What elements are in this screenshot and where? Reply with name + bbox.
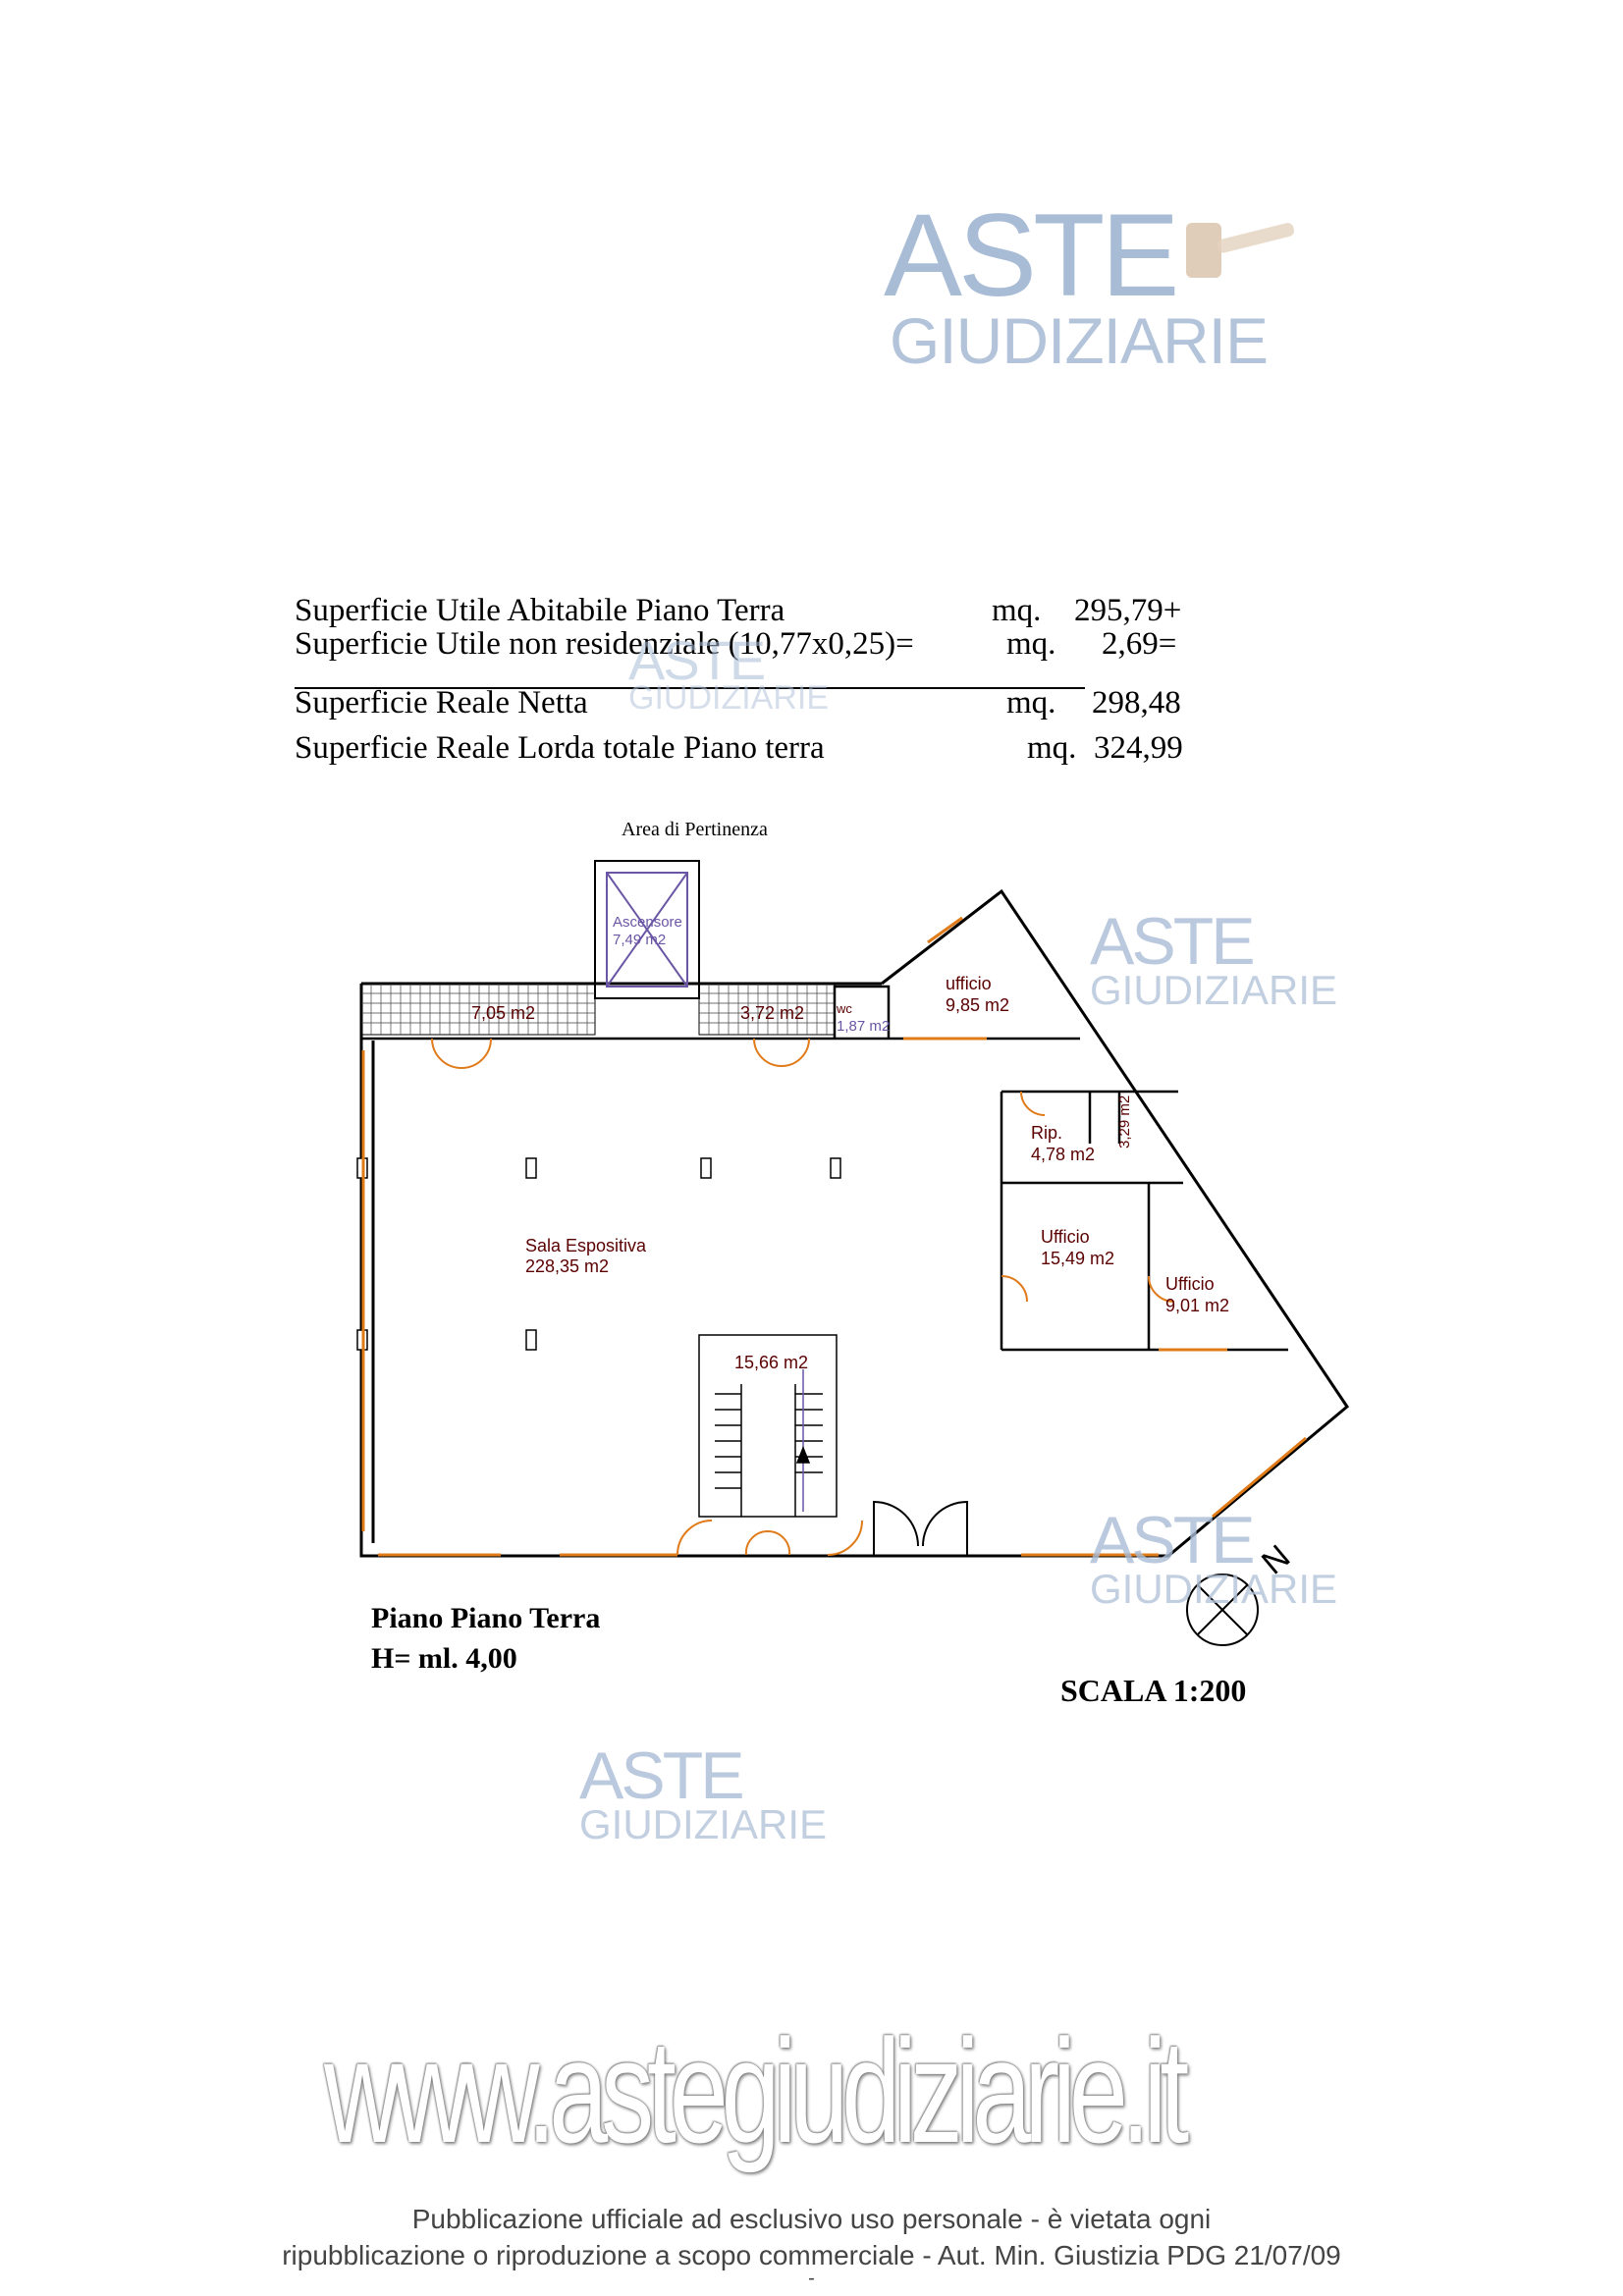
footer-line2: ripubblicazione o riproduzione a scopo c… xyxy=(282,2240,1341,2270)
watermark-url: www.astegiudiziarie.it xyxy=(324,2008,1189,2173)
sum-divider xyxy=(295,687,1085,689)
floor-height: H= ml. 4,00 xyxy=(371,1642,517,1675)
entrance-door xyxy=(873,1500,968,1555)
gavel-icon xyxy=(1186,223,1295,278)
surface-row: Superficie Reale Lorda totale Piano terr… xyxy=(295,730,1198,766)
room-name: ufficio xyxy=(946,974,992,993)
floor-title: Piano Piano Terra xyxy=(371,1602,601,1634)
room-name: Ufficio xyxy=(1165,1274,1215,1294)
surface-label: Superficie Reale Lorda totale Piano terr… xyxy=(295,730,825,766)
watermark-brand-line2: GIUDIZIARIE xyxy=(579,1801,828,1847)
room-area: 7,05 m2 xyxy=(471,1003,535,1023)
room-area: 228,35 m2 xyxy=(525,1256,609,1276)
lift-shaft xyxy=(594,860,700,999)
watermark-brand-line1: ASTE xyxy=(628,629,766,691)
room-area: 3,72 m2 xyxy=(740,1003,804,1023)
footer-line1: Pubblicazione ufficiale ad esclusivo uso… xyxy=(411,2204,1212,2234)
surface-unit: mq. xyxy=(1006,685,1056,721)
surface-unit: mq. xyxy=(1027,730,1077,766)
room-area: 3,29 m2 xyxy=(1116,1095,1133,1148)
watermark-brand-line2: GIUDIZIARIE xyxy=(1090,1566,1338,1612)
room-area: 9,01 m2 xyxy=(1165,1296,1229,1315)
surface-label: Superficie Utile Abitabile Piano Terra xyxy=(295,593,785,628)
watermark-brand-line1: ASTE xyxy=(1090,904,1256,979)
watermark-brand-line2: GIUDIZIARIE xyxy=(628,679,830,717)
watermark-brand-line2: GIUDIZIARIE xyxy=(1090,967,1338,1013)
surface-unit: mq. xyxy=(1006,626,1056,662)
room-name: Ascensore xyxy=(613,914,682,931)
room-area: 1,87 m2 xyxy=(837,1018,890,1035)
room-area: 15,49 m2 xyxy=(1041,1249,1114,1268)
room-name: Sala Espositiva xyxy=(525,1236,647,1255)
room-area: 4,78 m2 xyxy=(1031,1145,1095,1164)
floor-plan: Area di Pertinenza Ascensore 7,49 m2 7,0… xyxy=(356,819,1349,1646)
watermark-brand-line1: ASTE xyxy=(884,189,1179,321)
room-area: 7,49 m2 xyxy=(613,932,666,948)
watermark-brand-line2: GIUDIZIARIE xyxy=(890,304,1269,377)
surface-label: Superficie Reale Netta xyxy=(295,685,588,721)
surface-value: 324,99 xyxy=(1094,730,1183,766)
watermark-logo-top: ASTE GIUDIZIARIE xyxy=(884,196,1394,393)
windows xyxy=(361,916,1307,1557)
surface-unit: mq. xyxy=(992,593,1042,628)
north-arrow-icon xyxy=(1186,1574,1259,1646)
surface-row: Superficie Utile non residenziale (10,77… xyxy=(295,626,1198,662)
footer-line3: - xyxy=(808,2268,815,2289)
room-area: 15,66 m2 xyxy=(734,1353,808,1372)
staircase xyxy=(698,1334,838,1518)
room-name: wc xyxy=(836,1001,852,1016)
surface-row: Superficie Utile Abitabile Piano Terra m… xyxy=(295,593,1198,628)
surface-value: 298,48 xyxy=(1092,685,1181,721)
room-name: Rip. xyxy=(1031,1123,1062,1143)
area-label: Area di Pertinenza xyxy=(622,819,768,840)
watermark-brand-line1: ASTE xyxy=(579,1738,745,1813)
surface-label: Superficie Utile non residenziale (10,77… xyxy=(295,626,914,662)
scale-label: SCALA 1:200 xyxy=(1060,1673,1247,1708)
inner-walls xyxy=(361,985,1288,1352)
doors xyxy=(431,1038,1175,1556)
watermark-brand-line1: ASTE xyxy=(1090,1503,1256,1577)
surface-value: 2,69= xyxy=(1102,626,1177,662)
room-area: 9,85 m2 xyxy=(946,995,1009,1015)
room-name: Ufficio xyxy=(1041,1227,1090,1247)
surface-row: Superficie Reale Netta mq. 298,48 xyxy=(295,685,1198,721)
surface-value: 295,79+ xyxy=(1074,593,1182,628)
